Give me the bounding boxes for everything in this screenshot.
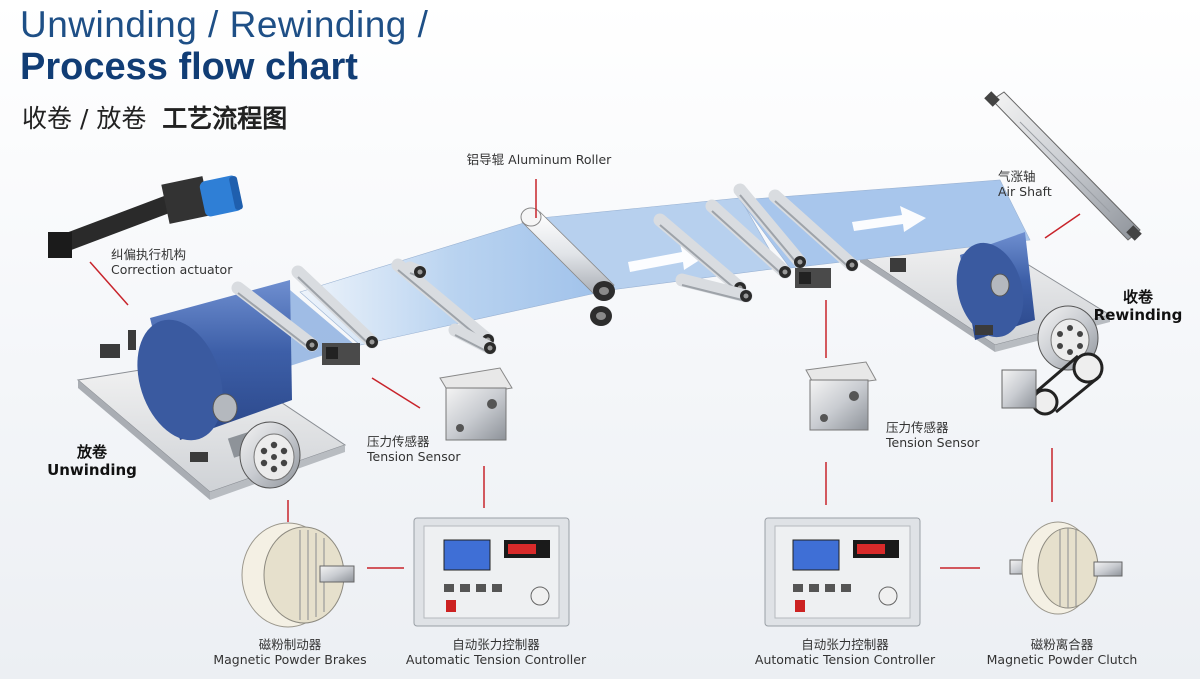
unwind-roll (137, 280, 292, 441)
label-clutch: 磁粉离合器 Magnetic Powder Clutch (978, 637, 1146, 667)
roller-icon (768, 189, 859, 272)
bearing-blocks (100, 258, 993, 462)
label-controller-right: 自动张力控制器 Automatic Tension Controller (745, 637, 945, 667)
label-unwinding-cn: 放卷 (76, 443, 107, 461)
label-air-shaft: 气涨轴 Air Shaft (998, 169, 1052, 199)
label-brake: 磁粉制动器 Magnetic Powder Brakes (200, 637, 380, 667)
title-chinese: 收卷 / 放卷 工艺流程图 (22, 99, 287, 135)
roller-icon (520, 207, 615, 326)
label-tension-sensor-left: 压力传感器 Tension Sensor (367, 434, 461, 464)
guide-rollers (231, 183, 859, 355)
label-unwinding: 放卷 Unwinding (44, 443, 140, 479)
connector-lines (89, 179, 1081, 569)
brake-icon (241, 522, 355, 628)
label-air-shaft-cn: 气涨轴 (998, 169, 1036, 184)
label-controller-right-cn: 自动张力控制器 (801, 637, 889, 652)
label-rewinding: 收卷 Rewinding (1090, 288, 1186, 324)
controller-icon (764, 517, 921, 627)
label-controller-left: 自动张力控制器 Automatic Tension Controller (396, 637, 596, 667)
label-unwinding-en: Unwinding (47, 461, 137, 479)
label-brake-cn: 磁粉制动器 (258, 637, 322, 652)
actuator-icon (48, 175, 243, 258)
label-rewinding-en: Rewinding (1093, 306, 1183, 324)
label-tension-sensor-right-en: Tension Sensor (886, 435, 980, 450)
clutch-icon (1009, 521, 1123, 615)
title-chinese-part1: 收卷 / 放卷 (22, 104, 147, 133)
label-correction-actuator: 纠偏执行机构 Correction actuator (111, 247, 232, 277)
roller-icon (733, 183, 807, 269)
roller-icon (448, 323, 497, 355)
label-correction-actuator-cn: 纠偏执行机构 (111, 247, 187, 262)
label-tension-sensor-left-en: Tension Sensor (367, 449, 461, 464)
title-chinese-part2: 工艺流程图 (162, 104, 288, 133)
label-aluminum-roller-cn: 铝导辊 (466, 152, 505, 167)
label-rewinding-cn: 收卷 (1122, 288, 1153, 306)
roller-icon (291, 265, 379, 349)
roller-icon (705, 199, 792, 279)
roller-icon (675, 273, 753, 303)
controller-icon (413, 517, 570, 627)
sensor-icon (439, 367, 513, 441)
unwind-brake-disc (227, 421, 301, 489)
label-tension-sensor-right: 压力传感器 Tension Sensor (886, 420, 980, 450)
label-correction-actuator-en: Correction actuator (111, 262, 233, 277)
roller-icon (231, 281, 319, 352)
label-aluminum-roller-en: Aluminum Roller (508, 152, 612, 167)
title-line-2: Process flow chart (20, 46, 358, 88)
rewind-roll (956, 232, 1035, 340)
label-controller-right-en: Automatic Tension Controller (754, 652, 936, 667)
label-clutch-cn: 磁粉离合器 (1030, 637, 1094, 652)
label-tension-sensor-right-cn: 压力传感器 (886, 420, 949, 435)
title-line-1: Unwinding / Rewinding / (20, 4, 429, 45)
air-shaft-icon (984, 91, 1142, 241)
roller-icon (403, 261, 427, 279)
label-clutch-en: Magnetic Powder Clutch (986, 652, 1138, 667)
label-controller-left-en: Automatic Tension Controller (405, 652, 587, 667)
rewind-drive (1001, 305, 1104, 416)
label-controller-left-cn: 自动张力控制器 (452, 637, 540, 652)
sensor-icon (805, 361, 877, 431)
label-brake-en: Magnetic Powder Brakes (213, 652, 367, 667)
label-air-shaft-en: Air Shaft (998, 184, 1052, 199)
inline-sensor-blocks (322, 268, 831, 365)
label-aluminum-roller: 铝导辊 Aluminum Roller (454, 152, 624, 167)
flow-arrow-icon (852, 206, 926, 232)
label-tension-sensor-left-cn: 压力传感器 (367, 434, 430, 449)
